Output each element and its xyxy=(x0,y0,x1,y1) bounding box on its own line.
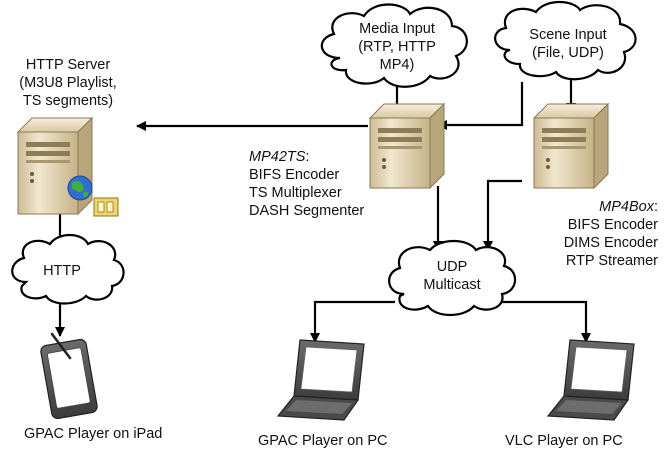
udp-line-1: UDP xyxy=(436,259,468,275)
cloud-media-input xyxy=(320,3,468,88)
cloud-icon xyxy=(11,233,125,305)
server-mp42ts xyxy=(368,102,446,190)
scene-input-line-2: (File, UDP) xyxy=(532,45,604,61)
client-vlc-pc xyxy=(546,339,635,421)
folder-icon xyxy=(93,197,119,217)
mp4box-role-3: RTP Streamer xyxy=(565,253,658,269)
vlc-pc-label: VLC Player on PC xyxy=(505,433,623,449)
mp42ts-title: MP42TS: xyxy=(249,148,364,166)
mp42ts-role-2: TS Multiplexer xyxy=(249,185,342,201)
cloud-icon xyxy=(320,3,468,88)
mp4box-label: MP4Box: BIFS Encoder DIMS Encoder RTP St… xyxy=(540,198,658,270)
tablet-icon xyxy=(40,332,98,420)
media-input-line-3: MP4) xyxy=(379,57,415,73)
arrow-scene-to-mp42ts xyxy=(437,82,524,130)
server-icon xyxy=(368,102,446,190)
gpac-pc-label: GPAC Player on PC xyxy=(258,433,388,449)
cloud-http xyxy=(11,233,125,305)
http-server-line-2: (M3U8 Playlist, xyxy=(19,75,117,91)
scene-input-label: Scene Input (File, UDP) xyxy=(516,26,620,62)
client-ipad xyxy=(40,332,98,420)
mp4box-role-2: DIMS Encoder xyxy=(563,235,658,251)
mp4box-role-1: BIFS Encoder xyxy=(567,217,658,233)
arrow-udp-to-gpacpc xyxy=(310,300,395,343)
laptop-icon xyxy=(546,339,635,421)
client-gpac-pc xyxy=(276,339,365,421)
arrow-udp-to-vlcpc xyxy=(492,300,591,343)
arrow-mp4box-to-udp xyxy=(483,179,522,251)
server-mp4box xyxy=(532,102,610,190)
http-server-label: HTTP Server (M3U8 Playlist, TS segments) xyxy=(8,56,128,110)
cloud-scene-input xyxy=(494,0,637,81)
mp42ts-role-3: DASH Segmenter xyxy=(249,203,365,219)
http-cloud-line-1: HTTP xyxy=(43,263,81,279)
mp4box-name: MP4Box xyxy=(599,199,654,215)
media-input-label: Media Input (RTP, HTTP MP4) xyxy=(346,20,448,74)
udp-line-2: Multicast xyxy=(423,277,481,293)
mp42ts-suffix: : xyxy=(305,149,310,165)
udp-multicast-label: UDP Multicast xyxy=(400,258,504,294)
mp42ts-role-1: BIFS Encoder xyxy=(249,167,340,183)
globe-icon xyxy=(67,175,93,201)
cloud-udp-multicast xyxy=(388,239,517,317)
http-server-line-1: HTTP Server xyxy=(25,57,111,73)
mp4box-suffix: : xyxy=(653,199,658,215)
scene-input-line-1: Scene Input xyxy=(529,27,607,43)
mp42ts-name: MP42TS xyxy=(249,149,306,165)
ipad-label: GPAC Player on iPad xyxy=(24,426,163,442)
server-http xyxy=(16,116,119,217)
cloud-icon xyxy=(388,239,517,317)
http-server-line-3: TS segments) xyxy=(22,93,114,109)
http-cloud-label: HTTP xyxy=(20,262,104,280)
mp4box-title: MP4Box: xyxy=(540,198,658,216)
mp42ts-label: MP42TS: BIFS Encoder TS Multiplexer DASH… xyxy=(249,148,364,220)
server-icon xyxy=(532,102,610,190)
laptop-icon xyxy=(276,339,365,421)
cloud-icon xyxy=(494,0,637,81)
media-input-line-1: Media Input xyxy=(359,21,435,37)
media-input-line-2: (RTP, HTTP xyxy=(358,39,436,55)
